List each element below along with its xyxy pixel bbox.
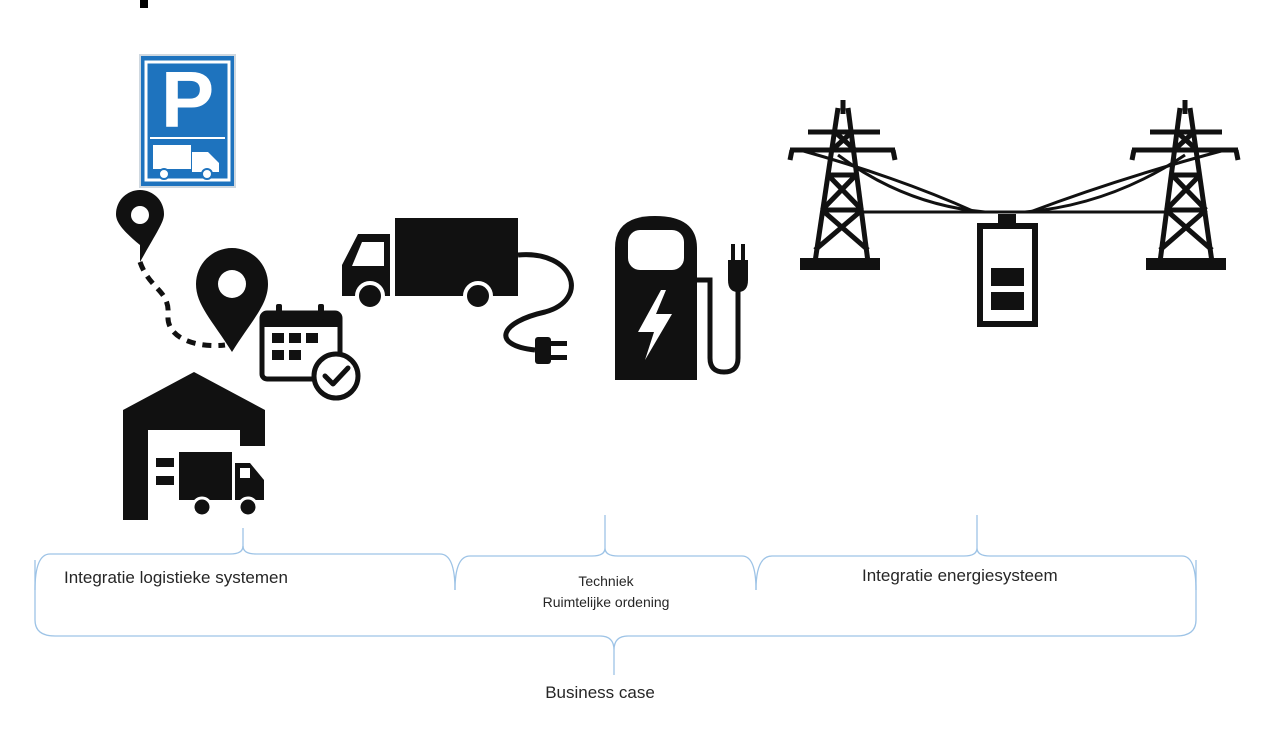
- calendar-check-icon: [259, 304, 361, 401]
- svg-text:P: P: [161, 55, 214, 144]
- heading-fragment: [140, 0, 148, 8]
- battery-icon: [977, 214, 1038, 327]
- electric-truck-icon: [342, 218, 574, 364]
- power-line: [799, 148, 1226, 214]
- route-map-pin-icon: [116, 190, 268, 352]
- power-pylon-icon: [787, 100, 898, 270]
- charging-station-icon: [615, 216, 748, 380]
- brace-business: [34, 560, 1197, 675]
- pointer-ticks: [242, 515, 978, 548]
- power-pylon-icon: [1129, 100, 1241, 270]
- warehouse-truck-icon: [123, 372, 265, 520]
- brace-logistics: [34, 545, 456, 591]
- parking-truck-sign-icon: P: [139, 54, 236, 188]
- label-technique: Techniek: [578, 573, 634, 589]
- label-business-case: Business case: [545, 683, 655, 702]
- brace-technique: [454, 547, 757, 591]
- brace-energy: [755, 547, 1197, 591]
- label-technique-spatial: Techniek Ruimtelijke ordening: [456, 571, 756, 613]
- label-spatial-planning: Ruimtelijke ordening: [542, 594, 670, 610]
- label-logistics-integration: Integratie logistieke systemen: [64, 568, 288, 587]
- label-energy-integration: Integratie energiesysteem: [862, 566, 1058, 585]
